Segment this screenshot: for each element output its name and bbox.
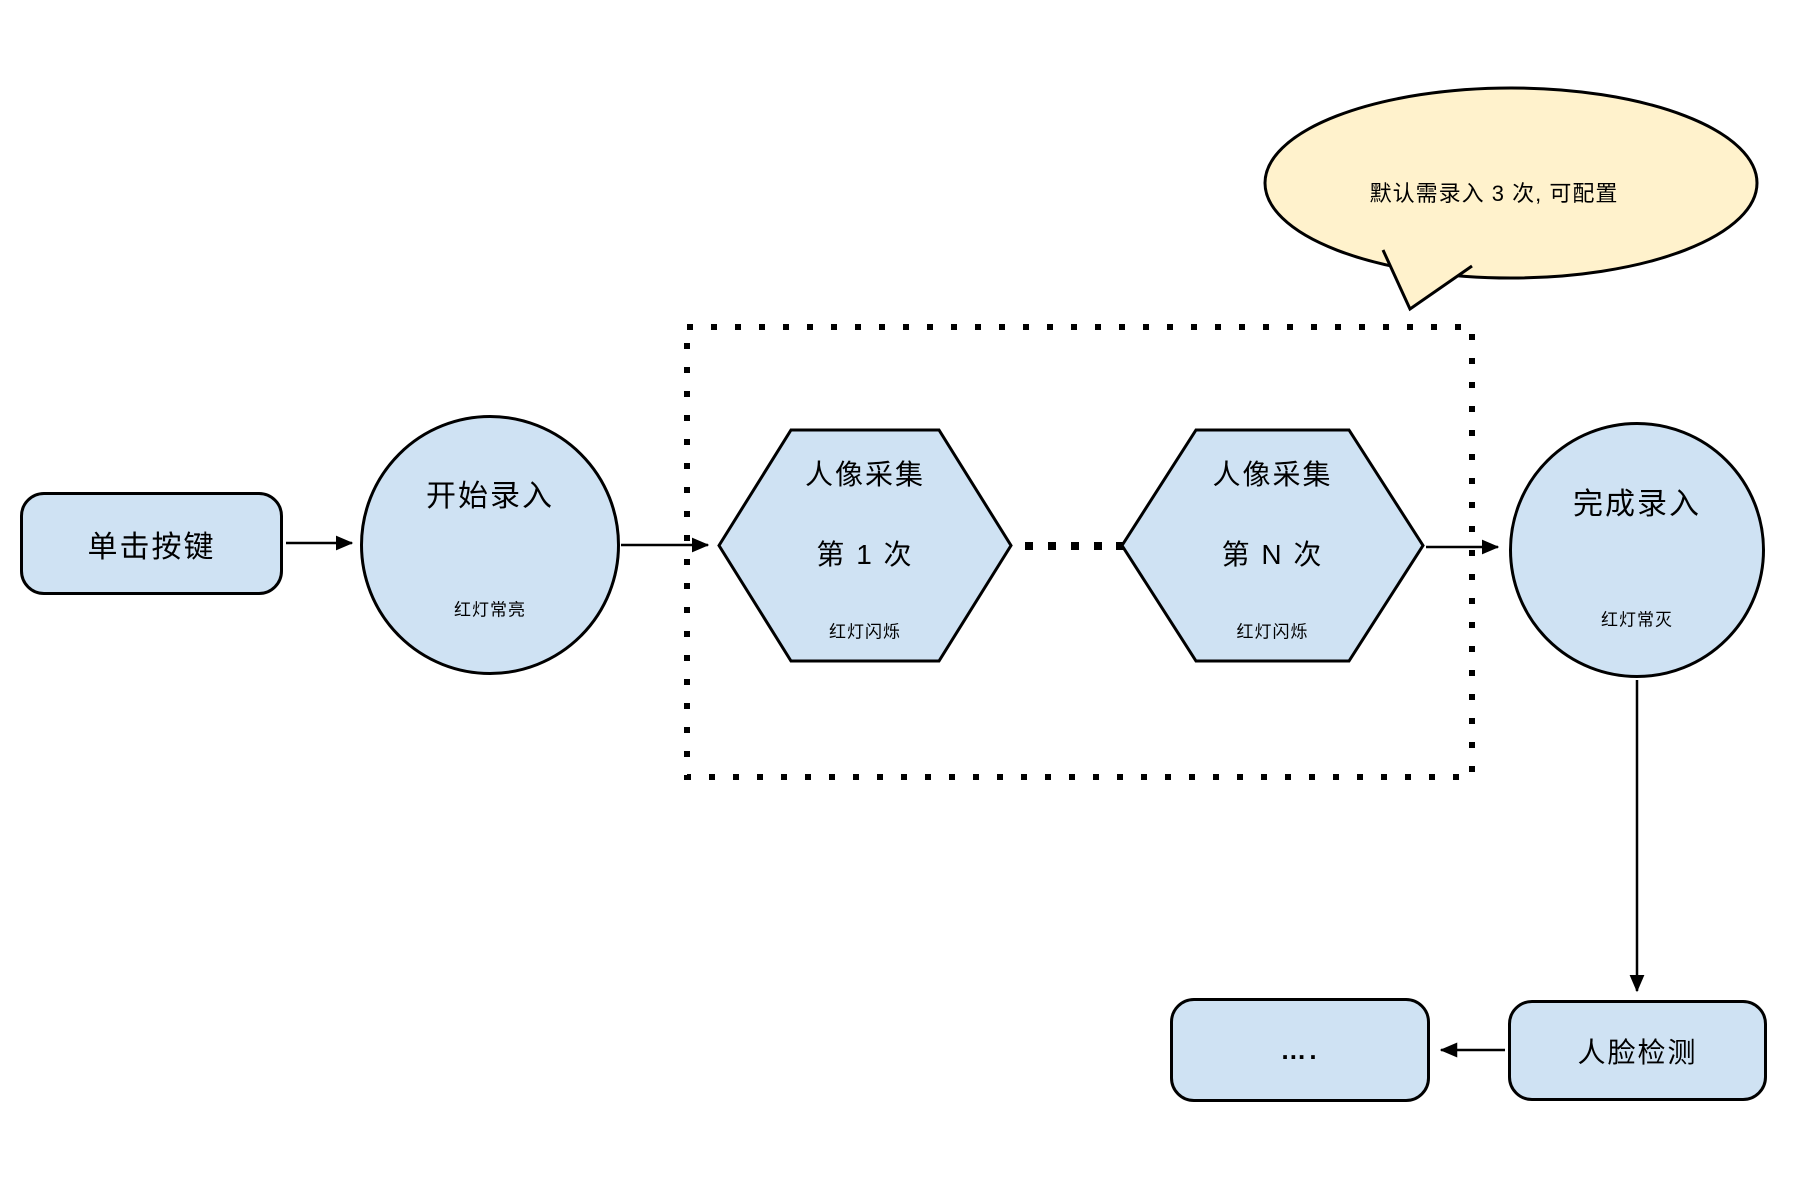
node-capture-first-status: 红灯闪烁 (829, 622, 901, 642)
hexagon-shape (717, 428, 1013, 663)
dotted-connector-capture1-to-captureN (1025, 542, 1124, 550)
node-finish-enroll-status: 红灯常灭 (1601, 610, 1673, 630)
node-capture-nth-line2: 第 N 次 (1221, 539, 1324, 570)
node-capture-nth: 人像采集 第 N 次 红灯闪烁 (1120, 428, 1425, 663)
node-capture-first-line2: 第 1 次 (816, 539, 914, 570)
node-click-button: 单击按键 (20, 492, 283, 595)
node-finish-enroll-label: 完成录入 (1573, 488, 1701, 521)
node-more-label: …. (1280, 1034, 1320, 1065)
hexagon-shape (1120, 428, 1425, 663)
node-capture-nth-status: 红灯闪烁 (1236, 622, 1309, 642)
node-face-detect-label: 人脸检测 (1577, 1036, 1698, 1068)
node-start-enroll: 开始录入 红灯常亮 (360, 415, 620, 675)
node-more: …. (1170, 998, 1430, 1102)
node-capture-first: 人像采集 第 1 次 红灯闪烁 (717, 428, 1013, 663)
callout-bubble-tail (1381, 249, 1473, 312)
node-click-button-label: 单击按键 (87, 530, 216, 564)
callout-bubble (1263, 86, 1759, 280)
node-finish-enroll: 完成录入 红灯常灭 (1509, 422, 1765, 678)
node-capture-nth-line1: 人像采集 (1212, 459, 1333, 490)
repeat-group-dotted-border (684, 324, 1475, 780)
callout-text: 默认需录入 3 次, 可配置 (1369, 181, 1619, 206)
node-face-detect: 人脸检测 (1508, 1000, 1767, 1101)
node-start-enroll-status: 红灯常亮 (454, 600, 526, 620)
node-start-enroll-label: 开始录入 (426, 480, 554, 513)
node-capture-first-line1: 人像采集 (804, 459, 926, 490)
